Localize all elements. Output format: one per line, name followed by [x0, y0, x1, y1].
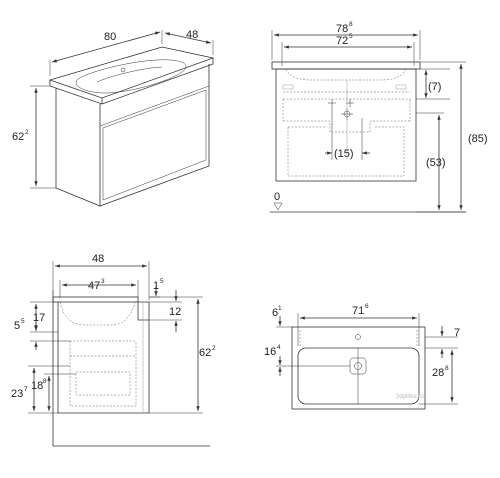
top-view [276, 313, 458, 410]
top-front-offset-sup: 1 [278, 305, 282, 312]
side-small-gap-sup: 5 [21, 318, 25, 325]
dimension-labels: 80 48 62 2 78 8 72 5 (7) (85) (53) (15) … [11, 21, 488, 400]
side-inner-depth-label: 47 [88, 280, 100, 292]
isometric-view [30, 30, 215, 207]
iso-depth-label: 48 [186, 29, 198, 41]
watermark: 3dplitka.ru [396, 394, 424, 400]
iso-height-sup: 2 [25, 129, 29, 136]
side-drawer-b-label: 18 [31, 380, 43, 392]
top-hole-offset-label: 16 [264, 346, 276, 358]
front-inner-label: 72 [336, 35, 348, 47]
side-top-offset-label: 1 [153, 280, 159, 292]
side-inner-depth-sup: 3 [101, 278, 105, 285]
side-small-gap-label: 5 [14, 320, 20, 332]
side-basin-height-label: 12 [169, 306, 181, 318]
top-depth-b-label: 28 [432, 367, 444, 379]
side-drawer-a-label: 23 [11, 388, 23, 400]
front-center-offset-label: (15) [334, 148, 354, 160]
top-width-sup: 6 [365, 303, 369, 310]
iso-height-label: 62 [12, 131, 24, 143]
side-top-offset-sup: 5 [160, 278, 164, 285]
side-drawer-a-sup: 7 [24, 386, 28, 393]
top-depth-a-label: 7 [454, 327, 460, 339]
iso-width-label: 80 [104, 31, 116, 43]
side-drawer-b-sup: 8 [43, 378, 47, 385]
front-total-height-label: (85) [468, 133, 488, 145]
front-cabinet-height-label: (53) [426, 157, 446, 169]
side-total-height-label: 62 [199, 347, 211, 359]
top-hole-offset-sup: 4 [277, 344, 281, 351]
top-width-label: 71 [352, 305, 364, 317]
side-view [28, 261, 210, 447]
top-front-offset-label: 6 [272, 307, 278, 319]
front-zero-label: 0 [274, 191, 280, 203]
front-inner-sup: 5 [349, 33, 353, 40]
front-top-gap-label: (7) [428, 81, 441, 93]
top-depth-b-sup: 8 [445, 365, 449, 372]
side-depth-label: 48 [92, 253, 104, 265]
front-overall-label: 78 [336, 23, 348, 35]
side-top-band-label: 17 [33, 312, 45, 324]
front-overall-sup: 8 [349, 21, 353, 28]
side-total-height-sup: 2 [212, 345, 216, 352]
front-view [270, 30, 466, 213]
